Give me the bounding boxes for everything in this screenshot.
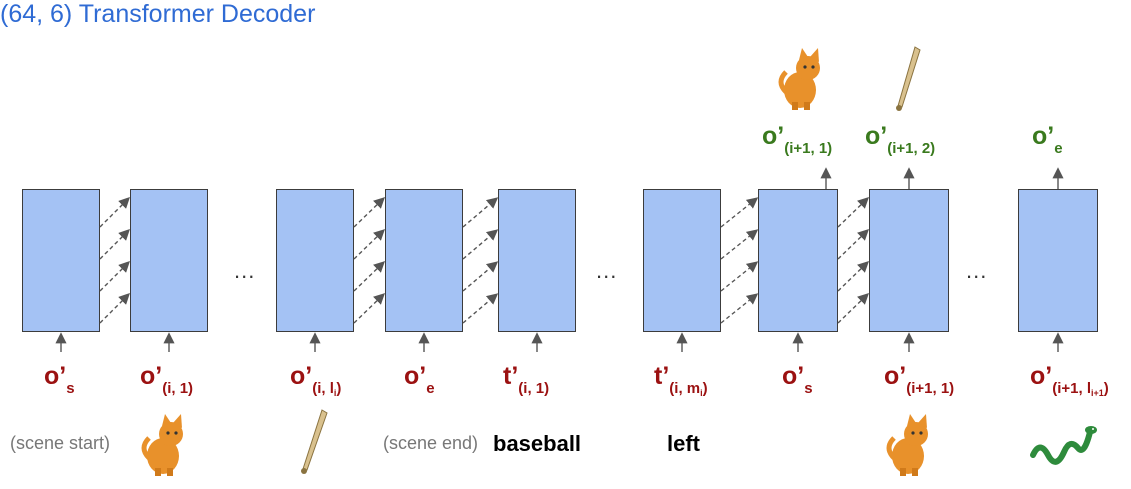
diagram-title: (64, 6) Transformer Decoder — [0, 0, 316, 28]
input-label: o’s — [782, 362, 813, 397]
scene-end-token: (scene end) — [383, 433, 479, 453]
decoder-block — [22, 189, 100, 332]
input-label: o’(i+1, li+1) — [1030, 362, 1109, 398]
ellipsis: ... — [966, 258, 988, 283]
bat-icon — [301, 409, 328, 474]
bat-icon — [896, 46, 921, 111]
decoder-block — [130, 189, 208, 332]
input-label: o’(i+1, 1) — [884, 362, 955, 397]
decoder-block — [276, 189, 354, 332]
input-label: o’(i, li) — [290, 362, 342, 398]
decoder-block — [498, 189, 576, 332]
output-label: o’e — [1032, 122, 1063, 157]
left-token: left — [667, 431, 700, 456]
output-label: o’(i+1, 2) — [865, 122, 936, 157]
decoder-block — [385, 189, 463, 332]
snake-icon — [1030, 426, 1097, 465]
output-label: o’(i+1, 1) — [762, 122, 833, 157]
cat-icon — [141, 414, 183, 476]
cat-icon — [778, 48, 820, 110]
scene-start-token: (scene start) — [10, 433, 111, 453]
baseball-token: baseball — [493, 431, 582, 456]
decoder-block — [643, 189, 721, 332]
input-label: t’(i, 1) — [503, 362, 550, 397]
input-label: o’s — [44, 362, 75, 397]
input-label: o’(i, 1) — [140, 362, 194, 397]
decoder-block — [1018, 189, 1098, 332]
ellipsis: ... — [596, 258, 618, 283]
decoder-block — [869, 189, 949, 332]
ellipsis: ... — [234, 258, 256, 283]
input-label: o’e — [404, 362, 435, 397]
input-label: t’(i, mi) — [654, 362, 708, 398]
cat-icon — [886, 414, 928, 476]
decoder-block — [758, 189, 838, 332]
